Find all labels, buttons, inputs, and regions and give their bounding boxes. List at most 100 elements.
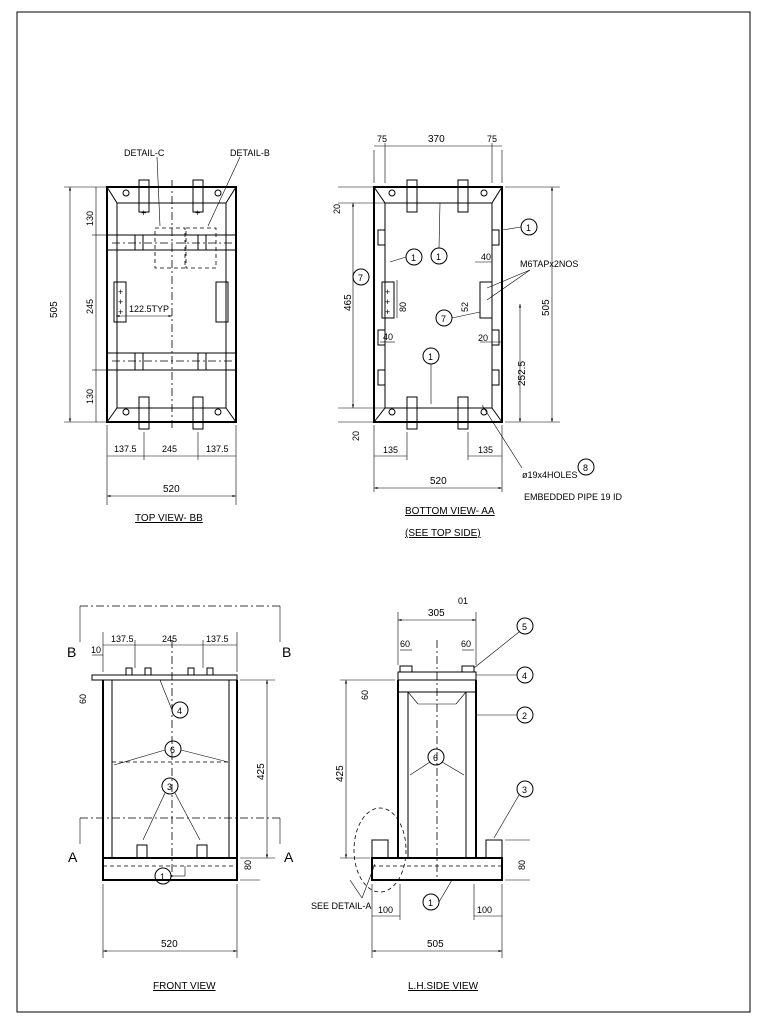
- front-dim-425: 425: [256, 763, 267, 780]
- bottom-view-subtitle: (SEE TOP SIDE): [405, 528, 481, 539]
- top-dim-mid: 245: [85, 299, 95, 314]
- side-view: 305 01 60 60 425 60 80 100 100 505 SEE D…: [311, 596, 534, 992]
- front-dim-left: 137.5: [111, 634, 134, 644]
- svg-text:4: 4: [177, 706, 182, 716]
- section-a-right: A: [284, 849, 294, 865]
- svg-text:+: +: [118, 297, 123, 307]
- top-dim-bot: 130: [85, 389, 95, 404]
- balloon: [516, 780, 534, 798]
- bottom-dim-20b: 20: [351, 431, 361, 441]
- svg-text:1: 1: [160, 872, 165, 882]
- front-dim-right: 137.5: [206, 634, 229, 644]
- detail-b-callout: DETAIL-B: [230, 148, 270, 158]
- svg-text:5: 5: [522, 622, 527, 632]
- bottom-dim-505: 505: [541, 299, 552, 316]
- bottom-note-pipe: EMBEDDED PIPE 19 ID: [524, 492, 623, 502]
- svg-text:4: 4: [522, 671, 527, 681]
- bottom-dim-135b: 135: [478, 445, 493, 455]
- detail-c-callout: DETAIL-C: [124, 148, 165, 158]
- bottom-dim-20a: 20: [332, 204, 342, 214]
- bottom-dim-40b: 40: [481, 252, 491, 262]
- side-dim-width: 505: [427, 939, 444, 950]
- top-dim-height: 505: [49, 301, 60, 318]
- svg-text:1: 1: [428, 352, 433, 362]
- bottom-dim-width: 520: [430, 476, 447, 487]
- front-base-plate: [102, 857, 238, 881]
- top-dim-width: 520: [163, 484, 180, 495]
- balloon: [164, 740, 182, 758]
- balloon: [352, 268, 370, 286]
- svg-text:7: 7: [358, 273, 363, 283]
- bottom-dim-20c: 20: [478, 333, 488, 343]
- front-view-title: FRONT VIEW: [153, 981, 216, 992]
- svg-text:+: +: [141, 208, 146, 218]
- side-dim-top: 305: [428, 608, 445, 619]
- side-note-detail-a: SEE DETAIL-A: [311, 901, 371, 911]
- side-dim-top-note: 01: [458, 596, 468, 606]
- svg-text:+: +: [195, 208, 200, 218]
- bottom-dim-top-mid: 370: [428, 134, 445, 145]
- front-dim-width: 520: [161, 939, 178, 950]
- side-dim-60c: 60: [360, 690, 370, 700]
- svg-text:+: +: [385, 287, 390, 297]
- side-dim-60a: 60: [400, 639, 410, 649]
- front-dim-80: 80: [243, 860, 253, 870]
- sheet-border: [16, 11, 751, 1013]
- bottom-dim-135a: 135: [383, 445, 398, 455]
- bottom-dim-252-5: 252.5: [517, 361, 528, 386]
- side-view-title: L.H.SIDE VIEW: [408, 981, 479, 992]
- top-dim-center: 245: [162, 444, 177, 454]
- side-dim-100a: 100: [378, 905, 393, 915]
- top-dim-typ: 122.5TYP: [129, 304, 169, 314]
- balloon: [516, 617, 534, 635]
- top-view-outline: [106, 186, 237, 423]
- section-a-left: A: [68, 849, 78, 865]
- svg-text:1: 1: [411, 253, 416, 263]
- side-dim-100b: 100: [477, 905, 492, 915]
- bottom-view: + + + 75 370 75 20 20 465 80 40 40 52 20…: [332, 134, 623, 539]
- svg-text:+: +: [385, 307, 390, 317]
- bottom-dim-top-right: 75: [487, 134, 497, 144]
- top-view: + + + + + DETAIL-C DETAIL-B 505 130 245 …: [49, 148, 270, 524]
- bottom-note-tap: M6TAPx2NOS: [520, 259, 578, 269]
- bottom-dim-top-left: 75: [377, 134, 387, 144]
- front-view: B B A A 137.5 245 137.5 10 60: [67, 605, 294, 992]
- bottom-dim-465: 465: [343, 294, 354, 311]
- bottom-dim-40a: 40: [383, 332, 393, 342]
- svg-text:6: 6: [433, 753, 438, 763]
- top-view-title: TOP VIEW- BB: [135, 513, 203, 524]
- side-base-plate: [371, 857, 503, 881]
- section-b-left: B: [67, 644, 76, 660]
- svg-text:3: 3: [167, 782, 172, 792]
- svg-text:+: +: [118, 307, 123, 317]
- svg-text:3: 3: [522, 785, 527, 795]
- svg-text:1: 1: [428, 898, 433, 908]
- side-dim-425: 425: [335, 765, 346, 782]
- side-dim-80: 80: [517, 860, 527, 870]
- front-dim-60: 60: [78, 694, 88, 704]
- bottom-view-title: BOTTOM VIEW- AA: [405, 506, 495, 517]
- svg-text:1: 1: [526, 223, 531, 233]
- bottom-dim-80: 80: [398, 302, 408, 312]
- svg-text:6: 6: [170, 745, 175, 755]
- balloon: [161, 777, 179, 795]
- svg-text:+: +: [385, 297, 390, 307]
- section-b-right: B: [282, 644, 291, 660]
- bottom-view-outline: [373, 186, 503, 423]
- balloon: [577, 458, 595, 476]
- side-dim-60b: 60: [461, 639, 471, 649]
- top-dim-right: 137.5: [206, 444, 229, 454]
- top-dim-top: 130: [85, 211, 95, 226]
- balloon: [427, 748, 445, 766]
- front-dim-10: 10: [91, 645, 101, 655]
- svg-text:7: 7: [441, 314, 446, 324]
- front-dim-center: 245: [162, 634, 177, 644]
- bottom-note-holes: ø19x4HOLES: [522, 470, 578, 480]
- svg-text:+: +: [118, 287, 123, 297]
- top-dim-left: 137.5: [114, 444, 137, 454]
- svg-text:8: 8: [583, 463, 588, 473]
- svg-text:1: 1: [436, 252, 441, 262]
- bottom-dim-52: 52: [460, 302, 470, 312]
- svg-text:2: 2: [522, 711, 527, 721]
